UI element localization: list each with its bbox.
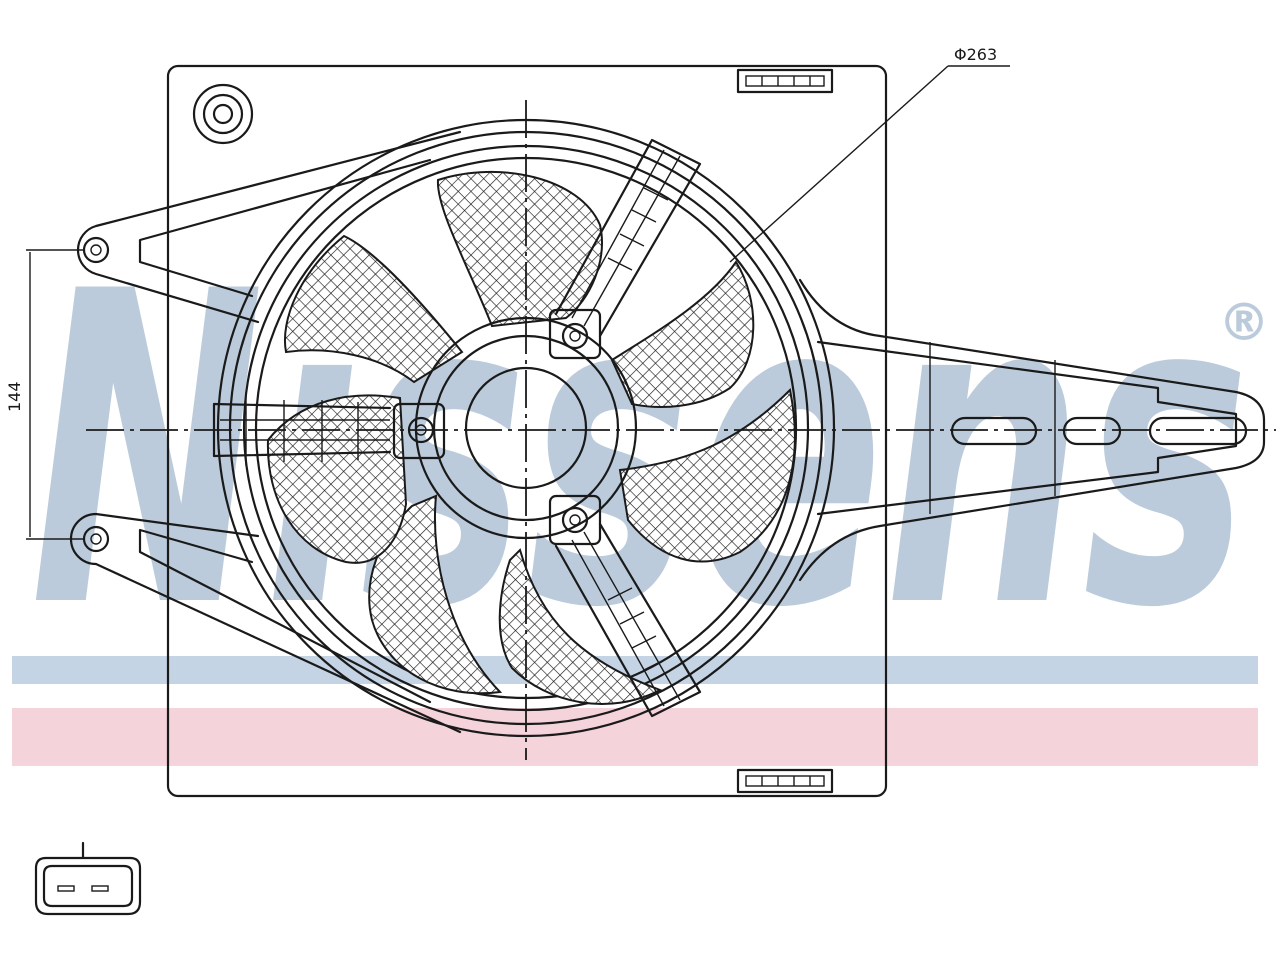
mount-spacing-label: 144	[5, 381, 24, 412]
fan-blade	[498, 548, 663, 705]
fan-blade	[618, 387, 796, 563]
diameter-label: Φ263	[954, 45, 997, 64]
fan-blade	[266, 394, 408, 564]
fan-blades	[266, 170, 796, 705]
fan-blade	[284, 234, 464, 384]
fan-blade	[368, 494, 503, 695]
diameter-dimension: Φ263	[729, 45, 1010, 263]
label-plate-icon	[736, 768, 834, 794]
mount-hole-icon	[192, 83, 254, 145]
watermark: Nissens ®	[12, 202, 1270, 766]
fan-blade	[610, 260, 755, 408]
watermark-pink-stripe	[12, 708, 1258, 766]
connector-icon	[34, 841, 142, 916]
motor-bolt	[548, 308, 602, 360]
watermark-registered-mark: ®	[1218, 293, 1270, 353]
motor-bolt	[548, 494, 602, 546]
label-plate-icon	[736, 68, 834, 94]
shroud-frame	[166, 64, 888, 798]
centerlines	[86, 100, 1276, 760]
support-struts	[212, 138, 702, 718]
watermark-brand: Nissens	[30, 202, 1250, 702]
mount-spacing-dimension: 144	[5, 249, 84, 540]
